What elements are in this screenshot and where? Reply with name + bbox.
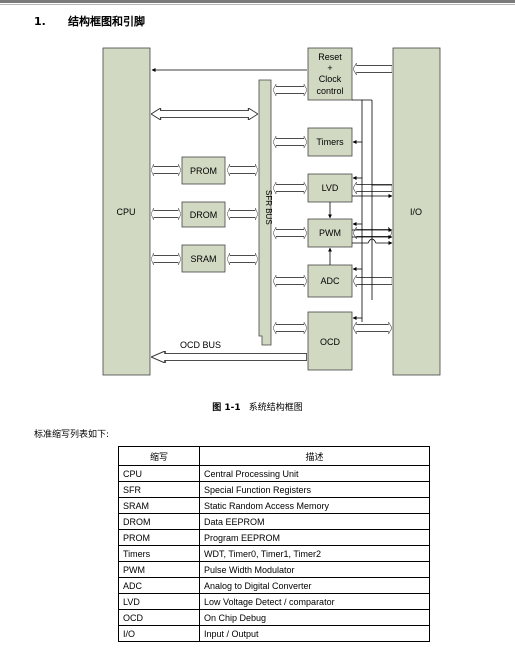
section-heading: 1. 结构框图和引脚 <box>34 13 145 29</box>
lvd-block <box>307 173 353 203</box>
section-title: 结构框图和引脚 <box>68 15 145 28</box>
adc-label: ADC <box>320 276 340 286</box>
table-header-row: 缩写 描述 <box>118 446 430 466</box>
cpu-sfr-arrow <box>151 108 258 120</box>
top-rule <box>0 0 515 3</box>
ocd-bus-arrow <box>151 351 307 363</box>
prom-block <box>181 156 226 185</box>
ocd-bus-label: OCD BUS <box>180 340 221 350</box>
abbreviation-cell: I/O <box>118 625 200 642</box>
abbreviation-cell: PWM <box>118 561 200 578</box>
prom-sfr-arrow <box>227 164 258 176</box>
abbreviation-cell: ADC <box>118 577 200 594</box>
io-label: I/O <box>410 207 422 217</box>
abbreviation-intro: 标准缩写列表如下: <box>34 430 110 440</box>
figure-caption: 图 1-1 系统结构框图 <box>0 400 515 413</box>
drom-label: DROM <box>190 210 218 220</box>
sfr-ocd-arrow <box>273 322 307 334</box>
ocd-io-arrow <box>353 322 392 334</box>
ocd-label: OCD <box>320 337 341 347</box>
abbreviation-cell: LVD <box>118 593 200 610</box>
abbreviation-cell: OCD <box>118 609 200 626</box>
figure-label: 图 1-1 <box>212 403 241 413</box>
top-rule-thin <box>0 4 515 5</box>
description-cell: Program EEPROM <box>199 529 430 546</box>
timers-label: Timers <box>316 137 344 147</box>
abbreviation-cell: SRAM <box>118 497 200 514</box>
io-reset-arrow <box>353 63 392 75</box>
description-cell: On Chip Debug <box>199 609 430 626</box>
pwm-block <box>307 218 353 248</box>
reset-label: Reset <box>318 52 342 62</box>
header-abbreviation: 缩写 <box>118 446 200 466</box>
reset-clock-block <box>307 47 353 101</box>
sfr-lvd-arrow <box>273 182 307 194</box>
abbreviation-cell: SFR <box>118 481 200 498</box>
header-description: 描述 <box>199 446 430 466</box>
reset-plus-label: + <box>327 63 332 73</box>
io-block <box>392 47 441 376</box>
cpu-sram-arrow <box>151 253 181 265</box>
sfr-bus-label: SFR BUS <box>264 190 273 225</box>
sram-label: SRAM <box>190 254 216 264</box>
cpu-label: CPU <box>116 207 135 217</box>
sfr-pwm-arrow <box>273 227 307 239</box>
abbreviation-cell: PROM <box>118 529 200 546</box>
pwm-label: PWM <box>319 228 341 238</box>
prom-label: PROM <box>190 166 217 176</box>
sram-block <box>181 244 226 273</box>
pwm-out-line-3 <box>352 238 393 245</box>
description-cell: WDT, Timer0, Timer1, Timer2 <box>199 545 430 562</box>
drom-block <box>181 201 226 228</box>
sfr-adc-arrow <box>273 275 307 287</box>
cpu-prom-arrow <box>151 164 181 176</box>
ocd-block <box>307 311 353 371</box>
section-number: 1. <box>34 15 46 28</box>
adc-block <box>307 264 353 298</box>
abbreviation-cell: DROM <box>118 513 200 530</box>
sfr-reset-arrow <box>273 84 307 96</box>
lvd-label: LVD <box>322 183 339 193</box>
block-diagram: CPU I/O SFR BUS PROM DROM SRAM Reset + C… <box>102 47 441 376</box>
io-adc-arrow <box>353 275 392 287</box>
abbreviation-cell: Timers <box>118 545 200 562</box>
cpu-drom-arrow <box>151 208 181 220</box>
sfr-bus <box>258 79 272 346</box>
description-cell: Central Processing Unit <box>199 465 430 482</box>
timers-block <box>307 127 353 157</box>
sram-sfr-arrow <box>227 253 258 265</box>
clock-label: Clock <box>319 74 342 84</box>
description-cell: Analog to Digital Converter <box>199 577 430 594</box>
io-lvd-arrow <box>353 182 392 194</box>
description-cell: Special Function Registers <box>199 481 430 498</box>
cpu-block <box>102 47 151 376</box>
sfr-timers-arrow <box>273 136 307 148</box>
control-label: control <box>316 86 343 96</box>
figure-title: 系统结构框图 <box>248 403 303 413</box>
abbreviation-cell: CPU <box>118 465 200 482</box>
description-cell: Low Voltage Detect / comparator <box>199 593 430 610</box>
drom-sfr-arrow <box>227 208 258 220</box>
description-cell: Input / Output <box>199 625 430 642</box>
description-cell: Static Random Access Memory <box>199 497 430 514</box>
description-cell: Pulse Width Modulator <box>199 561 430 578</box>
description-cell: Data EEPROM <box>199 513 430 530</box>
